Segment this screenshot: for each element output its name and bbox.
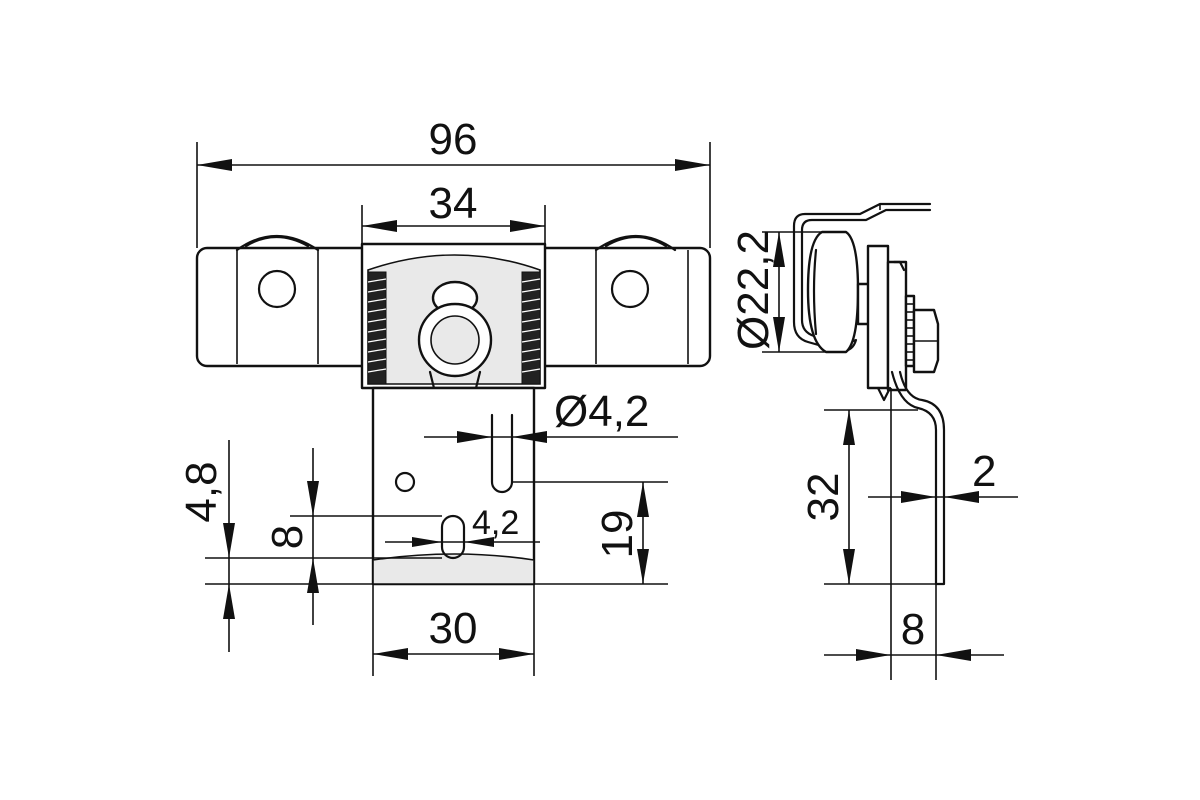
dim-slot-spacing: 8	[263, 525, 312, 549]
dim-hole-height: 19	[593, 510, 642, 559]
dim-plate-width: 30	[429, 604, 478, 653]
plate-slot-upper	[490, 413, 514, 494]
dim-mount-height: 32	[799, 473, 848, 522]
roller-hole-left	[257, 269, 297, 309]
plate-slot-lower	[440, 514, 466, 560]
side-view	[792, 202, 946, 586]
dim-roller-diameter: Ø22,2	[729, 230, 778, 350]
dim-slot-width: 4,2	[472, 504, 519, 542]
dim-sheet-thickness: 2	[972, 447, 996, 496]
dim-bracket-width: 34	[429, 179, 478, 228]
roller-hole-right	[610, 269, 650, 309]
dim-side-offset: 8	[901, 605, 925, 654]
mounting-sheet-side	[890, 370, 946, 586]
bracket-side	[866, 244, 890, 390]
dim-overall-width: 96	[429, 115, 478, 164]
dim-slot-offset: 4,8	[177, 461, 226, 522]
dim-hole-diameter: Ø4,2	[554, 387, 649, 436]
side-dimensions: Ø22,2 32 2 8	[729, 230, 1018, 680]
plate-hole	[394, 471, 416, 493]
front-dimensions: 96 34 Ø4,2 19 4,2 8	[177, 115, 711, 676]
